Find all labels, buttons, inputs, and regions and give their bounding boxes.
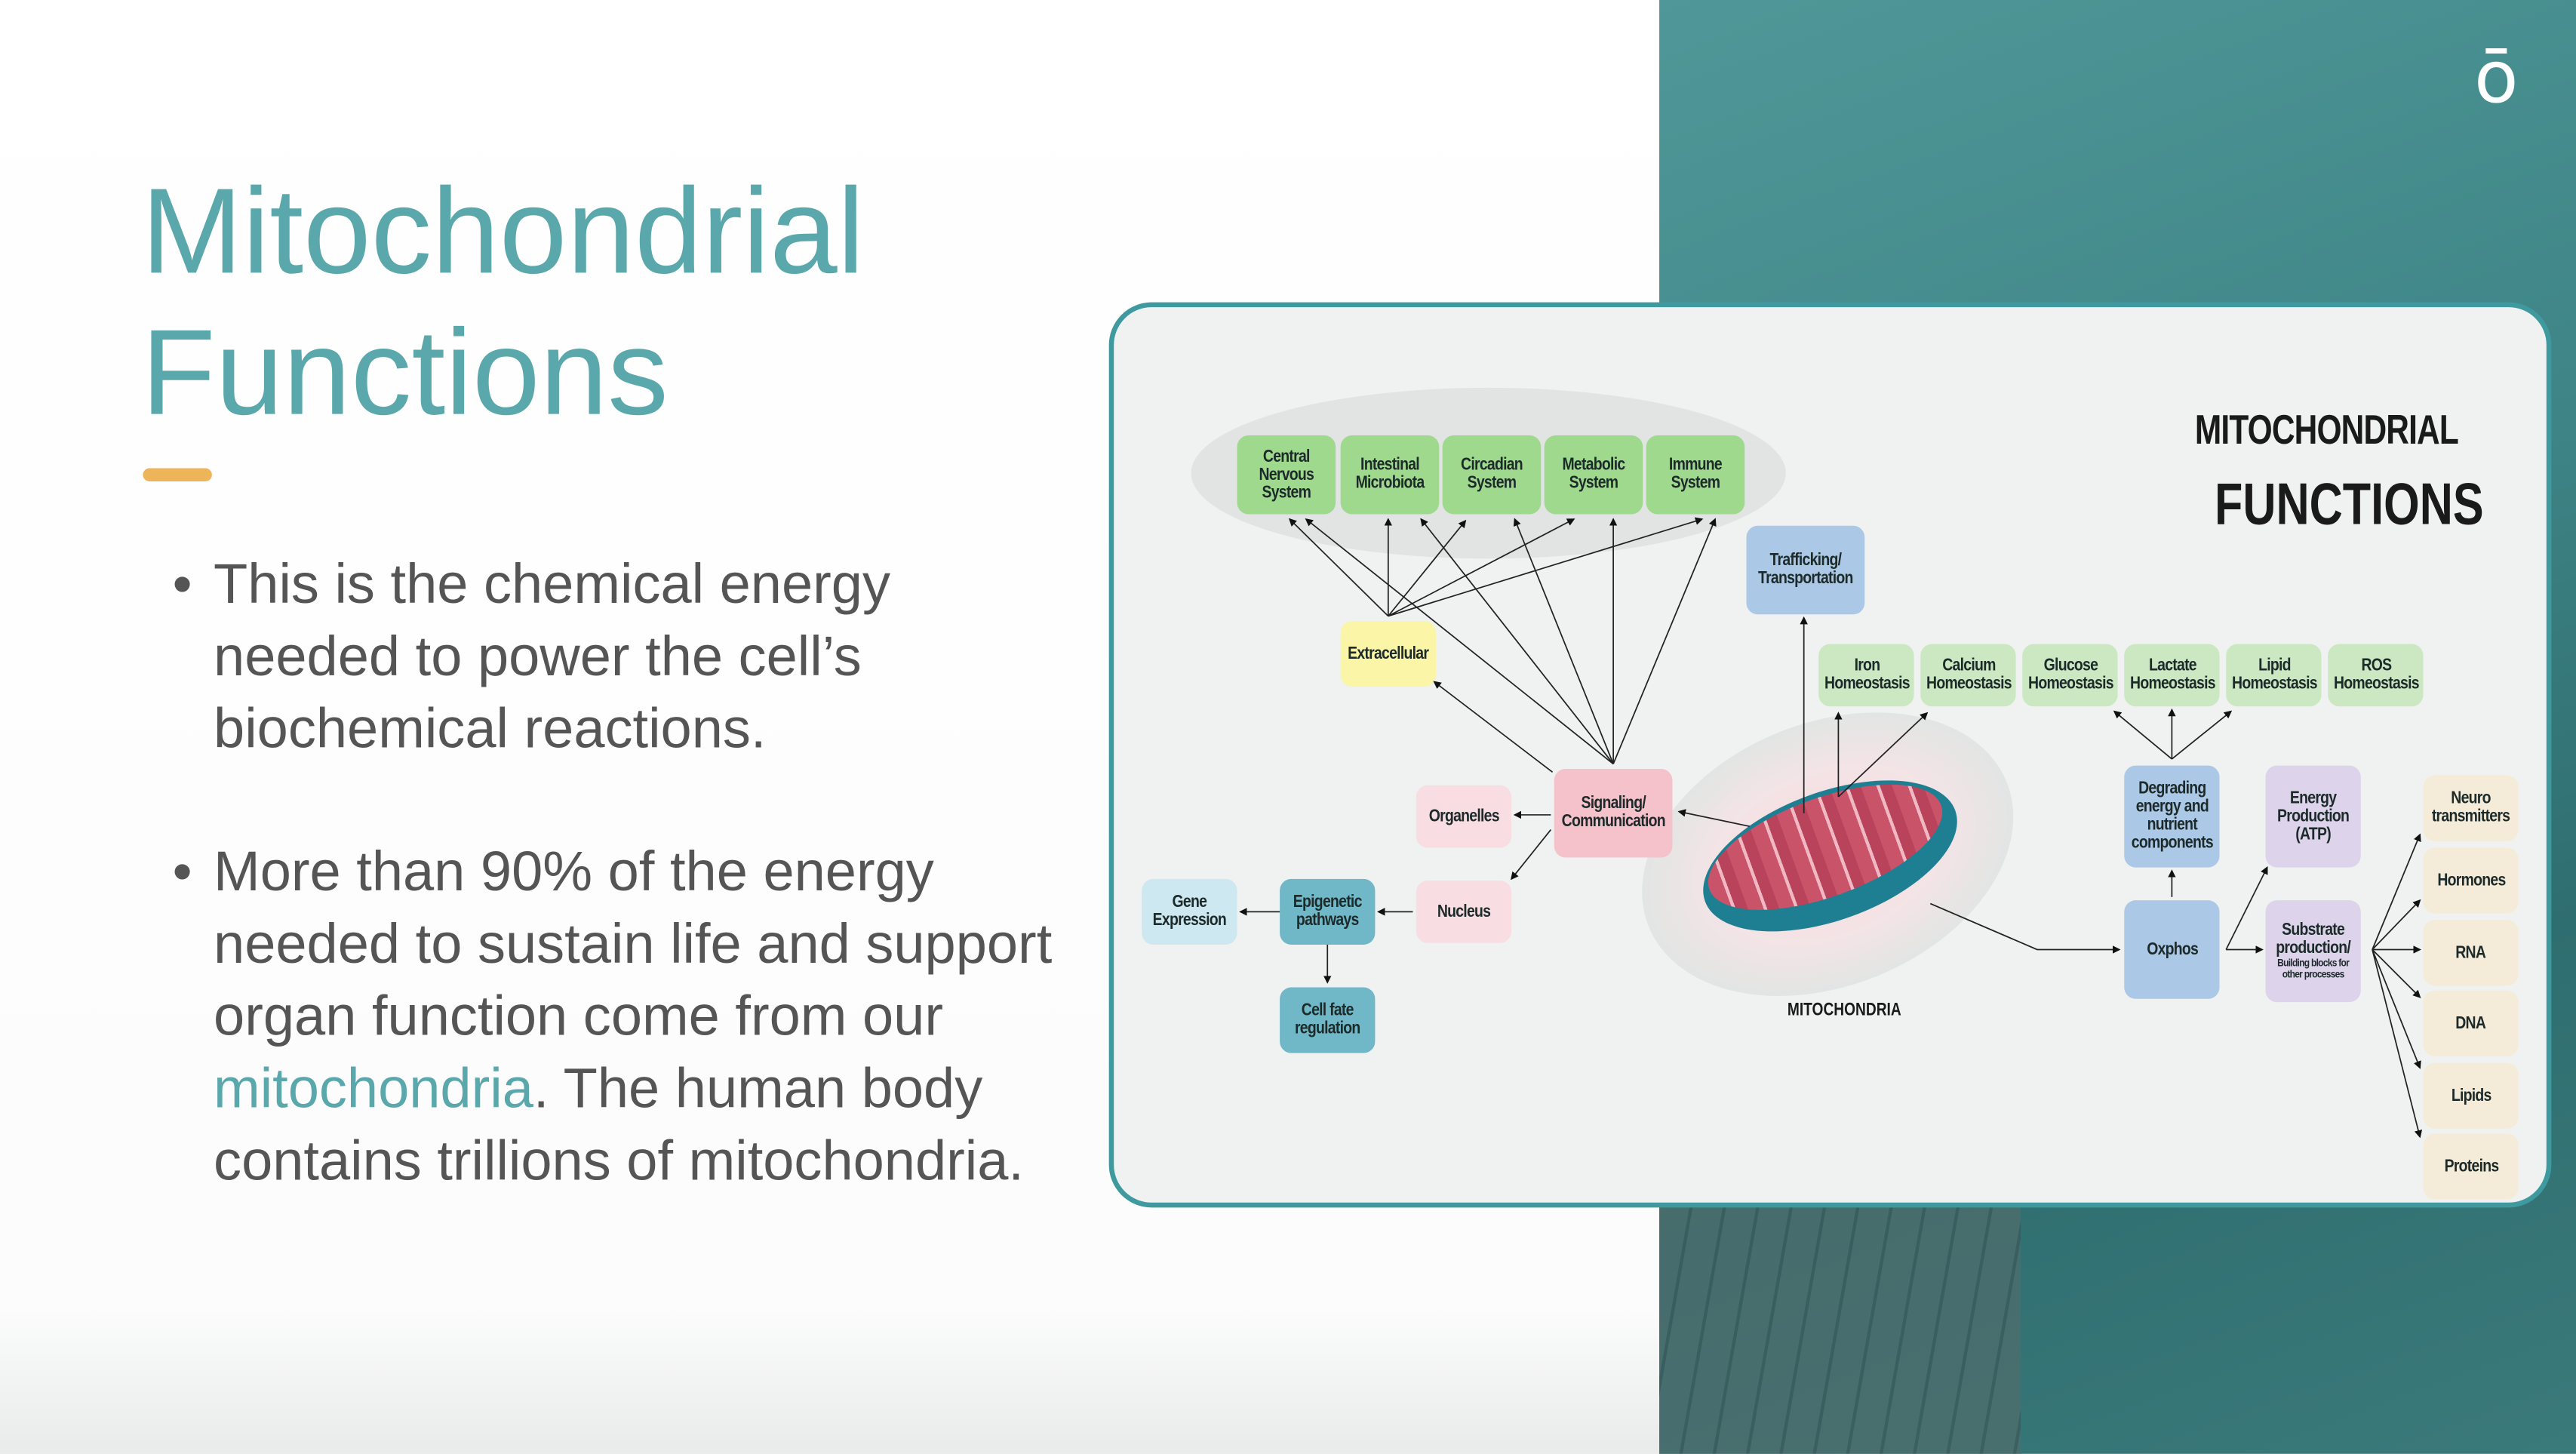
diagram-title-line-1: MITOCHONDRIAL [2194, 407, 2459, 453]
title-accent-bar [143, 468, 212, 481]
bullet-text-end: . The human body contains trillions of m… [214, 1058, 1024, 1193]
node-calcium-homeostasis: Calcium Homeostasis [1920, 644, 2016, 707]
title-line-2: Functions [141, 303, 669, 441]
node-label: Trafficking/ Transportation [1758, 550, 1853, 589]
node-label: Organelles [1428, 805, 1499, 826]
node-proteins: Proteins [2423, 1133, 2519, 1200]
node-central-nervous-system: Central Nervous System [1237, 435, 1336, 515]
node-signaling: Signaling/ Communication [1554, 768, 1673, 858]
node-epigenetic-pathways: Epigenetic pathways [1280, 878, 1376, 945]
node-label: Cell fate regulation [1294, 1000, 1360, 1039]
node-immune-system: Immune System [1646, 435, 1745, 515]
node-label: Degrading energy and nutrient components [2131, 779, 2213, 853]
node-label: Glucose Homeostasis [2027, 655, 2113, 693]
node-circadian-system: Circadian System [1442, 435, 1542, 515]
dock-photo [1659, 1207, 2021, 1454]
node-label: Metabolic System [1562, 455, 1625, 493]
node-label: Calcium Homeostasis [1926, 655, 2012, 693]
node-lipid-homeostasis: Lipid Homeostasis [2226, 644, 2322, 707]
node-gene-expression: Gene Expression [1142, 878, 1237, 945]
title-line-1: Mitochondrial [141, 162, 865, 300]
node-label: Immune System [1668, 455, 1723, 493]
node-label: Nucleus [1437, 901, 1491, 921]
node-oxphos: Oxphos [2124, 900, 2220, 999]
bullet-dot: • [172, 841, 192, 904]
node-label: Proteins [2443, 1155, 2499, 1176]
node-label: Substrate production/ [2276, 920, 2351, 958]
mitochondria-highlight: mitochondria [214, 1058, 533, 1120]
node-label: DNA [2455, 1013, 2487, 1033]
node-glucose-homeostasis: Glucose Homeostasis [2022, 644, 2118, 707]
slide-title: Mitochondrial Functions [141, 161, 864, 443]
brand-logo: ō [2474, 35, 2519, 120]
bullet-text: More than 90% of the energy needed to su… [214, 841, 1053, 1049]
node-degrading: Degrading energy and nutrient components [2124, 765, 2220, 868]
node-label: Lipids [2451, 1085, 2491, 1105]
node-label: Lipid Homeostasis [2230, 655, 2317, 693]
node-label: Oxphos [2146, 939, 2198, 959]
node-lipids: Lipids [2423, 1062, 2519, 1129]
bullet-text: This is the chemical energy needed to po… [214, 553, 890, 761]
node-substrate-production: Substrate production/Building blocks for… [2265, 900, 2361, 1003]
node-label: Gene Expression [1152, 892, 1227, 930]
node-iron-homeostasis: Iron Homeostasis [1818, 644, 1914, 707]
node-label: Epigenetic pathways [1293, 892, 1363, 930]
diagram-title-line-2: FUNCTIONS [2215, 469, 2484, 537]
bullet-list: • This is the chemical energy needed to p… [173, 549, 1060, 1268]
node-energy-production: Energy Production (ATP) [2265, 765, 2361, 868]
node-label: Signaling/ Communication [1561, 793, 1666, 832]
bullet-dot: • [172, 553, 192, 616]
mitochondria-label: MITOCHONDRIA [1787, 1000, 1901, 1021]
node-cell-fate-regulation: Cell fate regulation [1280, 987, 1376, 1053]
node-trafficking: Trafficking/ Transportation [1746, 525, 1865, 615]
node-label: Lactate Homeostasis [2129, 655, 2215, 693]
node-label: RNA [2455, 942, 2487, 962]
node-label: Neuro transmitters [2431, 788, 2510, 827]
node-label: Extracellular [1348, 643, 1429, 663]
node-extracellular: Extracellular [1340, 621, 1436, 687]
node-label: Energy Production (ATP) [2277, 788, 2350, 844]
bullet-item: • This is the chemical energy needed to p… [173, 549, 1060, 765]
node-dna: DNA [2423, 990, 2519, 1057]
node-metabolic-system: Metabolic System [1544, 435, 1643, 515]
node-lactate-homeostasis: Lactate Homeostasis [2124, 644, 2220, 707]
node-nucleus: Nucleus [1416, 881, 1512, 943]
node-hormones: Hormones [2423, 847, 2519, 914]
node-organelles: Organelles [1416, 785, 1512, 848]
node-label: Central Nervous System [1259, 446, 1314, 503]
node-label: Iron Homeostasis [1823, 655, 1910, 693]
node-label: Hormones [2436, 869, 2506, 890]
node-label: Intestinal Microbiota [1355, 455, 1425, 493]
node-label: Circadian System [1461, 455, 1523, 493]
node-rna: RNA [2423, 920, 2519, 986]
node-intestinal-microbiota: Intestinal Microbiota [1340, 435, 1440, 515]
node-ros-homeostasis: ROS Homeostasis [2328, 644, 2424, 707]
bullet-item: • More than 90% of the energy needed to s… [173, 836, 1060, 1197]
substrate-subtext: Building blocks for other processes [2277, 958, 2350, 981]
node-label: ROS Homeostasis [2332, 655, 2419, 693]
node-neurotransmitters: Neuro transmitters [2423, 775, 2519, 841]
